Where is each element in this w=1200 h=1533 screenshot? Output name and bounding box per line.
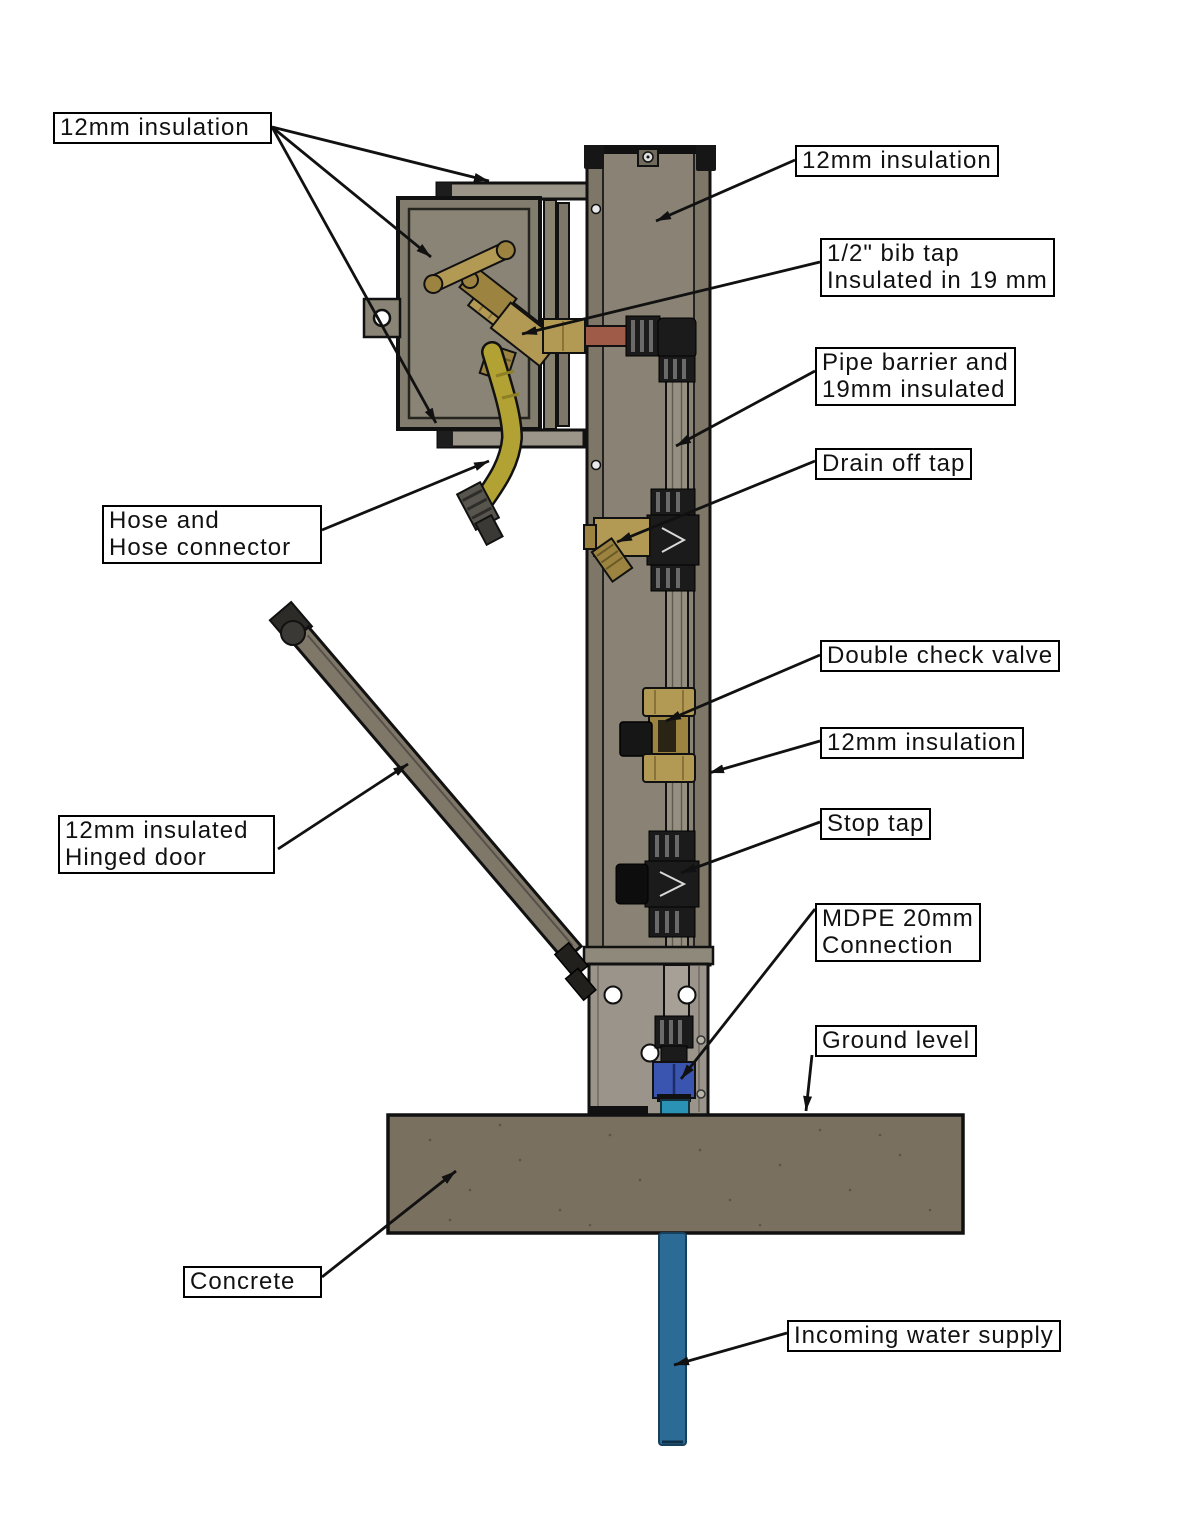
label-incoming-water: Incoming water supply <box>787 1320 1061 1352</box>
label-concrete: Concrete <box>183 1266 322 1298</box>
tap-box <box>362 181 589 449</box>
drain-off-tap <box>583 488 700 592</box>
bib-tap <box>423 240 586 383</box>
label-bib-tap: 1/2" bib tap Insulated in 19 mm <box>820 238 1055 297</box>
label-drain-off-tap: Drain off tap <box>815 448 973 480</box>
post-screw <box>590 203 602 215</box>
double-check-valve <box>619 687 696 783</box>
tap-handle <box>423 240 516 294</box>
bolt-hole <box>603 985 623 1005</box>
label-hinged-door: 12mm insulated Hinged door <box>58 815 275 874</box>
label-insulation-mid: 12mm insulation <box>820 727 1024 759</box>
hose <box>455 341 524 547</box>
label-insulation-top-left: 12mm insulation <box>53 112 272 144</box>
label-mdpe-connection: MDPE 20mm Connection <box>815 903 981 962</box>
concrete-slab <box>386 1113 965 1235</box>
label-pipe-barrier: Pipe barrier and 19mm insulated <box>815 347 1016 406</box>
leader-lines <box>270 125 821 1367</box>
bolt-hole <box>640 1043 660 1063</box>
label-insulation-top-right: 12mm insulation <box>795 145 999 177</box>
door-knob <box>280 620 306 646</box>
copper-pipe <box>583 325 629 347</box>
label-double-check-valve: Double check valve <box>820 640 1061 672</box>
mdpe-connection <box>652 1015 696 1119</box>
label-hose: Hose and Hose connector <box>102 505 322 564</box>
hinged-door <box>268 600 597 1002</box>
stop-tap <box>615 830 700 938</box>
stop-tap-handle <box>615 863 649 905</box>
post-screw <box>590 459 602 471</box>
bolt-hole <box>677 985 697 1005</box>
elbow-fitting <box>583 315 697 383</box>
check-valve-handle <box>619 721 653 757</box>
incoming-water-pipe <box>658 1232 687 1446</box>
label-ground-level: Ground level <box>815 1025 978 1057</box>
label-stop-tap: Stop tap <box>820 808 932 840</box>
